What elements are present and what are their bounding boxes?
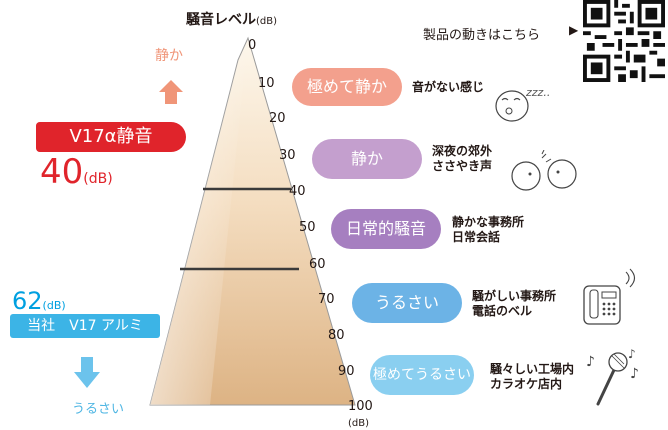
svg-text:♪: ♪ [586,354,595,370]
v17-aluminum-badge: 当社 V17 アルミ [10,314,160,338]
qr-caption: 製品の動きはこちら [423,28,541,43]
tick-label: 30 [279,148,296,163]
loud-arrow-icon [74,357,100,388]
level-desc-very-quiet: 音がない感じ [412,80,485,94]
svg-text:♪: ♪ [628,347,636,361]
sleep-text: zzz.. [525,86,550,99]
tick-label: 50 [299,220,316,235]
tick-label: 60 [309,257,326,272]
level-pill-quiet: 静か [312,139,422,179]
whispering-faces-icon [511,150,577,191]
tick-label: 80 [328,328,345,343]
qr-arrow-icon: ▶ [569,23,579,37]
level-desc-quiet: 深夜の郊外ささやき声 [432,144,493,173]
quiet-label: 静か [155,48,183,64]
level-desc-loud: 騒がしい事務所電話のベル [472,289,557,318]
tick-label: 0 [248,38,257,53]
tick-label: 10 [258,76,275,91]
chart-title: 騒音レベル(dB) [186,12,278,28]
loud-label: うるさい [72,402,125,417]
tick-unit: (dB) [348,418,370,429]
telephone-icon [583,268,636,325]
level-pill-very-quiet: 極めて静か [292,68,402,106]
pyramid-highlight [150,38,248,405]
level-pill-daily-noise: 日常的騒音 [331,209,441,249]
sleeping-face-icon: zzz.. [495,86,550,122]
microphone-icon: ♪ ♪ ♪ [586,347,639,406]
v17-aluminum-value: 62(dB) [12,287,66,315]
tick-label: 70 [318,292,335,307]
quiet-arrow-icon [159,80,183,104]
tick-label: 40 [289,184,306,199]
tick-label: 20 [269,111,286,126]
svg-text:♪: ♪ [630,366,639,382]
tick-label: 90 [338,364,355,379]
v17-alpha-badge: V17α静音 [36,122,186,152]
level-pill-loud: うるさい [352,283,462,323]
level-desc-very-loud: 騒々しい工場内カラオケ店内 [490,362,575,391]
level-desc-daily-noise: 静かな事務所日常会話 [452,215,525,244]
level-pill-very-loud: 極めてうるさい [370,355,474,395]
qr-code[interactable] [580,0,668,82]
v17-alpha-value: 40(dB) [40,152,113,192]
tick-label: 100 [348,399,373,414]
